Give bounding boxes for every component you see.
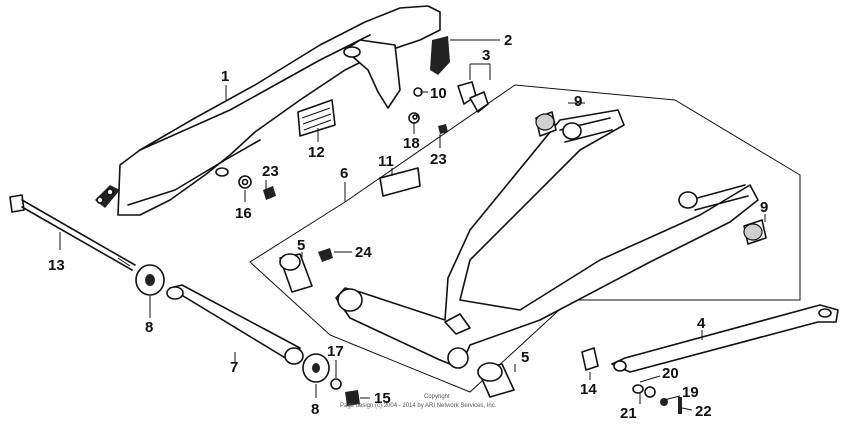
callout-3: 3 [482,47,490,64]
callout-14: 14 [580,381,597,398]
swingarm-group-outline [249,84,801,393]
copyright-line-2: Page design (c) 2004 - 2014 by ARI Netwo… [340,403,497,409]
swingarm[interactable] [335,109,759,369]
callout-6: 6 [340,165,348,182]
small-hardware[interactable] [238,87,448,200]
callout-18: 18 [403,135,420,152]
torque-link-hardware[interactable] [581,347,682,414]
swingarm-bushing[interactable] [535,111,767,245]
tube[interactable] [379,167,421,197]
callout-7: 7 [230,359,238,376]
pivot-bolt[interactable] [9,194,136,271]
callout-17: 17 [327,343,344,360]
callout-9a: 9 [574,93,582,110]
callout-5b: 5 [521,349,529,366]
callout-16: 16 [235,205,252,222]
leader-lines [59,39,766,411]
chain-case[interactable] [95,5,441,216]
callout-2: 2 [504,32,512,49]
label-plate[interactable] [297,99,336,137]
callout-8a: 8 [145,319,153,336]
callout-12: 12 [308,144,325,161]
callout-21: 21 [620,405,637,422]
callout-5a: 5 [297,237,305,254]
callout-13: 13 [48,257,65,274]
callout-15: 15 [374,390,391,407]
callout-1: 1 [221,68,229,85]
torque-link[interactable] [611,304,839,373]
callout-labels: 1 2 3 4 5 5 6 7 8 8 9 9 10 11 12 13 14 1… [48,32,768,422]
callout-10: 10 [430,85,447,102]
bearing-seal[interactable] [135,264,330,383]
pivot-bushing[interactable] [279,253,515,398]
callout-20: 20 [662,365,679,382]
callout-8b: 8 [311,401,319,418]
washer-nut[interactable] [330,378,360,406]
callout-11: 11 [378,153,394,170]
callout-24: 24 [355,244,372,261]
copyright-watermark: Copyright Page design (c) 2004 - 2014 by… [340,394,497,409]
callout-19: 19 [682,384,699,401]
callout-23b: 23 [430,151,447,168]
small-bolt[interactable] [318,248,333,262]
callout-4: 4 [697,315,706,332]
callout-9b: 9 [760,199,768,216]
callout-23a: 23 [262,163,279,180]
copyright-line-1: Copyright [424,394,450,400]
callout-22: 22 [695,403,712,420]
pivot-collar[interactable] [166,284,304,365]
